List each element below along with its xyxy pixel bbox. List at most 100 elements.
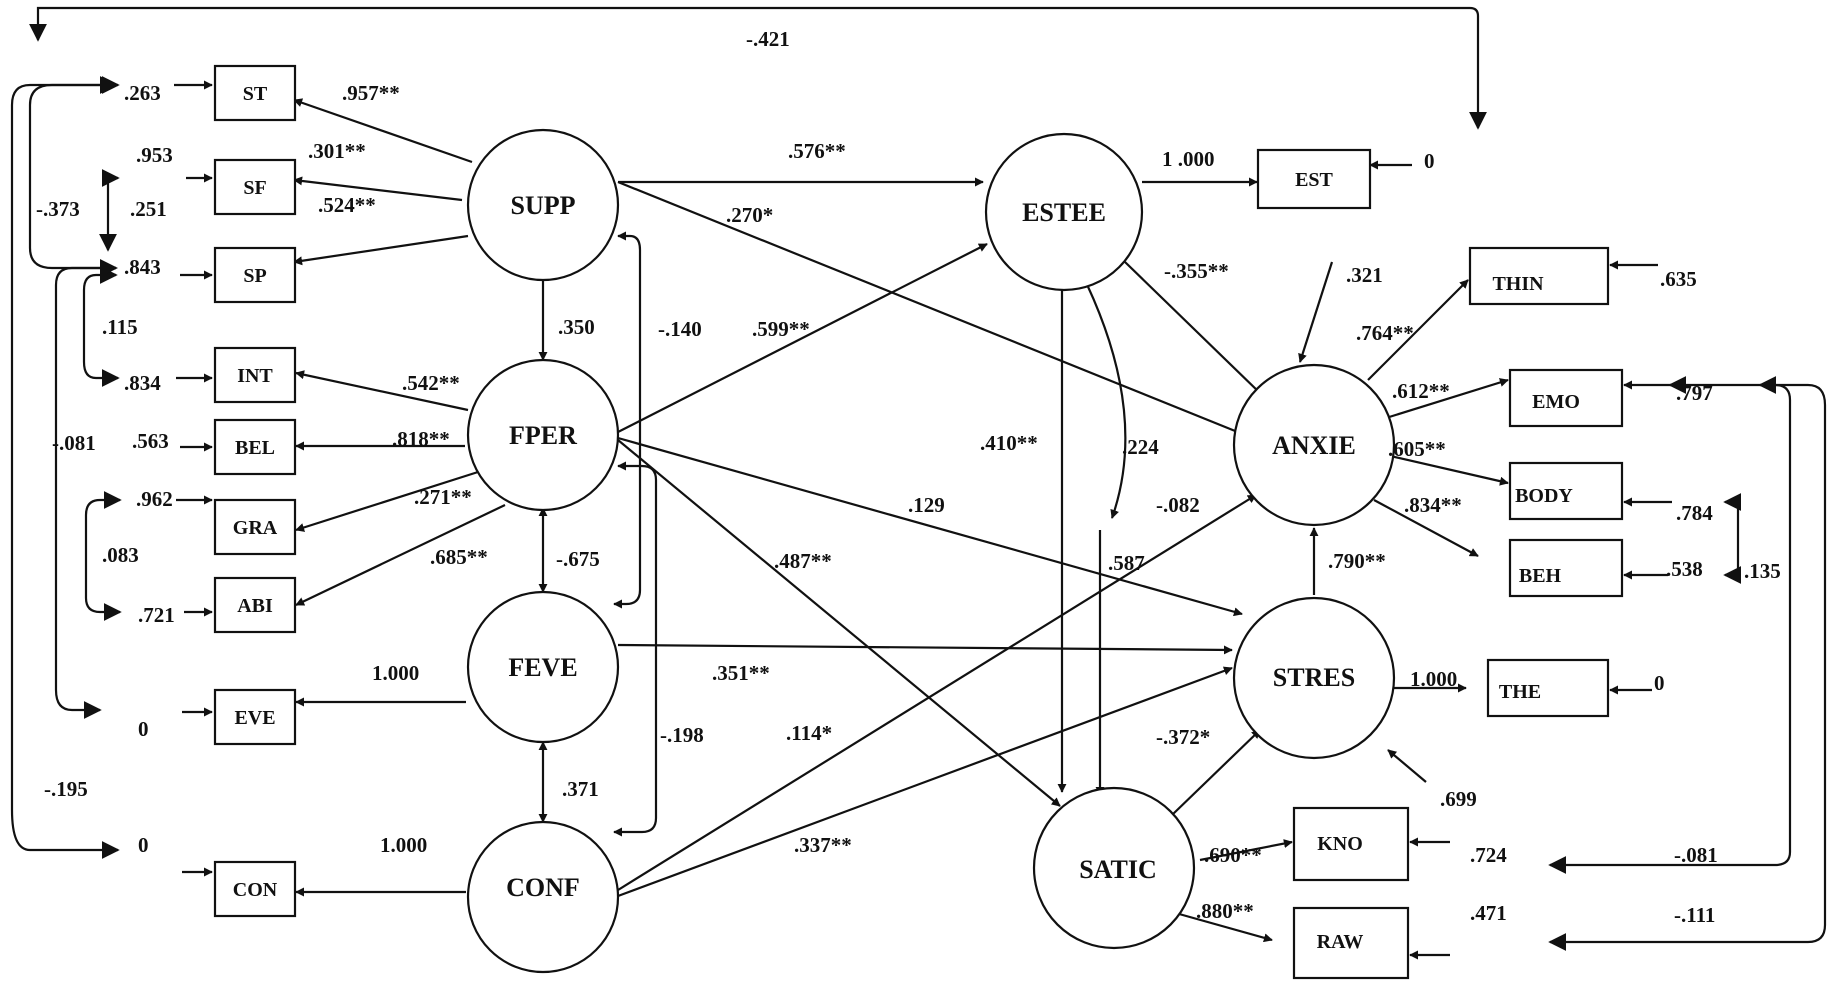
covariance-emo-raw <box>1548 376 1827 951</box>
err-body: .784 <box>1676 501 1713 525</box>
label-thin: THIN <box>1492 273 1544 295</box>
err-gra: .962 <box>136 487 173 511</box>
correlation-fper-conf <box>613 461 658 837</box>
err-raw: .471 <box>1470 901 1507 925</box>
path-conf-stres: .337** <box>794 833 852 857</box>
err-emo: .797 <box>1676 381 1713 405</box>
load-anxie-thin: .764** <box>1356 321 1414 345</box>
corr-satic-stres: .587 <box>1108 551 1145 575</box>
covariance-sp-eve <box>54 259 118 719</box>
box-the <box>1486 658 1610 718</box>
ecov-st-con: -.195 <box>44 777 88 801</box>
err-est: 0 <box>1424 149 1435 173</box>
corr-feve-conf: .371 <box>562 777 599 801</box>
covariance-st-con <box>10 76 120 859</box>
label-con: CON <box>233 879 278 901</box>
path-estee-anxie: -.355** <box>1164 259 1229 283</box>
err-abi: .721 <box>138 603 175 627</box>
load-anxie-emo: .612** <box>1392 379 1450 403</box>
box-int <box>213 346 297 404</box>
err-sf-b: .251 <box>130 197 167 221</box>
load-anxie-beh: .834** <box>1404 493 1462 517</box>
latent-feve <box>466 590 620 744</box>
label-kno: KNO <box>1317 833 1363 855</box>
label-anxie: ANXIE <box>1272 431 1356 460</box>
covariance-emo-kno <box>1548 376 1792 874</box>
box-body <box>1508 461 1624 521</box>
err-con: 0 <box>138 833 149 857</box>
err-st: .263 <box>124 81 161 105</box>
ecov-sp-eve: -.081 <box>52 431 96 455</box>
err-anxie: .321 <box>1346 263 1383 287</box>
label-abi: ABI <box>237 595 273 617</box>
path-feve-stres: .351** <box>712 661 770 685</box>
load-satic-kno: .690** <box>1204 843 1262 867</box>
latent-conf <box>466 820 620 974</box>
covariance-st-sp <box>28 76 118 277</box>
path-satic-stres: -.372* <box>1156 725 1210 749</box>
err-beh: .538 <box>1666 557 1703 581</box>
label-st: ST <box>243 83 268 105</box>
load-fper-abi: .685** <box>430 545 488 569</box>
load-anxie-body: .605** <box>1388 437 1446 461</box>
corr-fper-conf: -.198 <box>660 723 704 747</box>
label-raw: RAW <box>1317 931 1364 953</box>
err-thin: .635 <box>1660 267 1697 291</box>
label-emo: EMO <box>1532 391 1580 413</box>
latent-satic <box>1032 786 1196 950</box>
load-fper-int: .542** <box>402 371 460 395</box>
latent-anxie <box>1232 363 1396 527</box>
box-emo <box>1508 368 1624 428</box>
path-estee-satic: .410** <box>980 431 1038 455</box>
ecov-gra-abi: .083 <box>102 543 139 567</box>
corr-estee-satic-b: -.082 <box>1156 493 1200 517</box>
box-beh <box>1508 538 1624 598</box>
latent-supp <box>466 128 620 282</box>
err-eve: 0 <box>138 717 149 741</box>
label-est: EST <box>1295 169 1333 191</box>
box-bel <box>213 418 297 476</box>
path-stres-anxie: .790** <box>1328 549 1386 573</box>
box-con <box>213 860 297 918</box>
path-supp-estee: .576** <box>788 139 846 163</box>
load-fper-gra: .271** <box>414 485 472 509</box>
latent-fper <box>466 358 620 512</box>
box-st <box>213 64 297 122</box>
ecov-st-sp: -.373 <box>36 197 80 221</box>
label-sp: SP <box>243 265 266 287</box>
box-kno <box>1292 806 1410 882</box>
err-kno: .724 <box>1470 843 1507 867</box>
corr-supp-feve: -.140 <box>658 317 702 341</box>
err-the: 0 <box>1654 671 1665 695</box>
covariance-sf <box>99 169 120 252</box>
ecov-body-beh: .135 <box>1744 559 1781 583</box>
label-supp: SUPP <box>511 191 576 220</box>
box-raw <box>1292 906 1410 980</box>
err-stres: .699 <box>1440 787 1477 811</box>
ecov-emo-raw: -.111 <box>1674 903 1715 927</box>
load-satic-raw: .880** <box>1196 899 1254 923</box>
label-satic: SATIC <box>1079 855 1157 884</box>
corr-estee-satic: .224 <box>1122 435 1159 459</box>
ecov-sp-int: .115 <box>102 315 138 339</box>
label-int: INT <box>237 365 273 387</box>
box-eve <box>213 688 297 746</box>
load-stres-the: 1.000 <box>1410 667 1457 691</box>
path-supp-anxie: .270* <box>726 203 773 227</box>
latent-stres <box>1232 596 1396 760</box>
err-bel: .563 <box>132 429 169 453</box>
label-estee: ESTEE <box>1022 198 1106 227</box>
load-supp-st: .957** <box>342 81 400 105</box>
box-sf <box>213 158 297 216</box>
load-supp-sp: .524** <box>318 193 376 217</box>
load-feve-eve: 1.000 <box>372 661 419 685</box>
path-fper-estee: .599** <box>752 317 810 341</box>
path-fper-stres: .129 <box>908 493 945 517</box>
label-gra: GRA <box>233 517 278 539</box>
load-estee-est: 1 .000 <box>1162 147 1215 171</box>
covariance-st-est <box>29 6 1487 130</box>
ecov-st-est: -.421 <box>746 27 790 51</box>
path-fper-satic: .487** <box>774 549 832 573</box>
label-eve: EVE <box>234 707 275 729</box>
